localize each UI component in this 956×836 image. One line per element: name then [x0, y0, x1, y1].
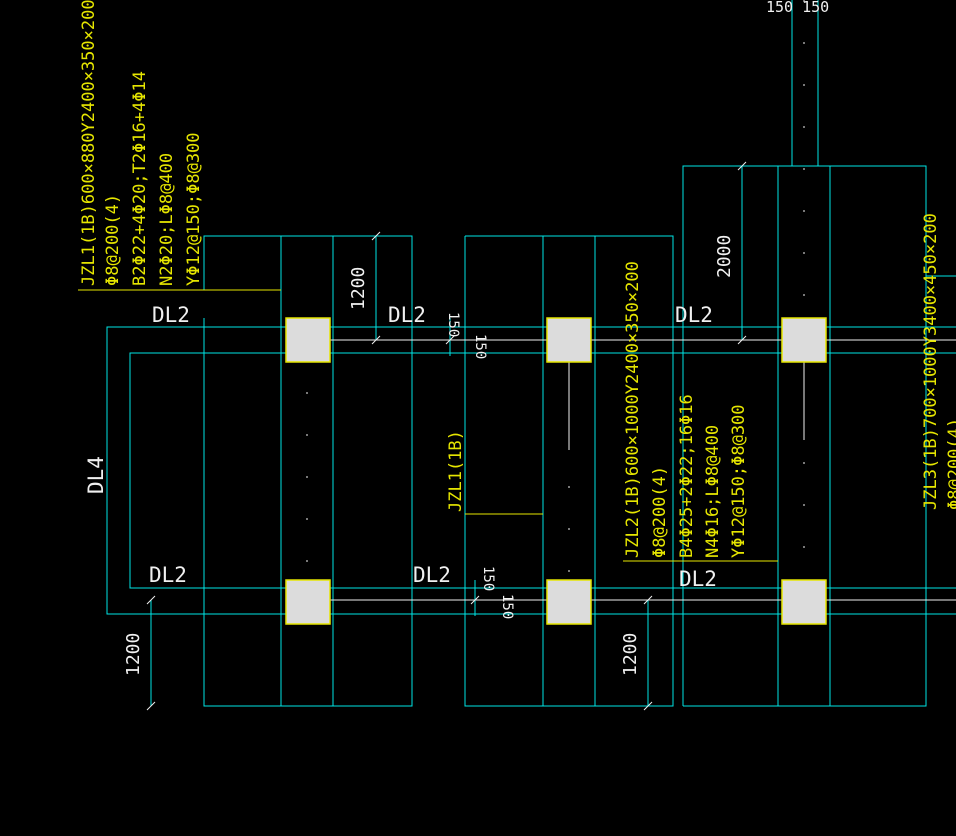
column-c1[interactable]: [781, 317, 827, 363]
column-c2[interactable]: [781, 579, 827, 625]
dim-1200-top[interactable]: 1200: [348, 267, 369, 310]
jzl1-line3[interactable]: B2Φ22+4Φ20;T2Φ16+4Φ14: [130, 71, 150, 286]
jzl3-line2[interactable]: Φ8@200(4): [945, 418, 956, 510]
dim-150-b[interactable]: 150: [472, 334, 488, 359]
jzl1-line4[interactable]: N2Φ20;LΦ8@400: [157, 153, 177, 286]
annotation-jzl3: JZL3(1B)700×1000Y3400×450×200 Φ8@200(4): [921, 213, 956, 510]
annotation-jzl1-short: JZL1(1B): [446, 430, 466, 512]
jzl2-line3[interactable]: B4Φ25+2Φ22;16Φ16: [677, 394, 697, 558]
jzl2-line5[interactable]: YΦ12@150;Φ8@300: [729, 404, 749, 558]
label-dl4[interactable]: DL4: [84, 456, 108, 494]
label-dl2-bottom-right[interactable]: DL2: [679, 567, 717, 591]
column-b1[interactable]: [546, 317, 592, 363]
dimension-values: 1200 2000 1200 1200 150 150 150 150 150 …: [123, 0, 829, 676]
jzl3-line1[interactable]: JZL3(1B)700×1000Y3400×450×200: [921, 213, 941, 510]
dim-1200-bottom-mid[interactable]: 1200: [620, 633, 641, 676]
center-lines: [296, 0, 956, 601]
jzl1-line1[interactable]: JZL1(1B)600×880Y2400×350×200: [79, 0, 99, 286]
leader-lines: [78, 289, 778, 562]
dim-150-d[interactable]: 150: [499, 594, 515, 619]
beam-labels: DL2 DL2 DL2 DL2 DL2 DL2 DL4: [84, 303, 717, 591]
dim-150-c[interactable]: 150: [480, 566, 496, 591]
dim-1200-bottom-left[interactable]: 1200: [123, 633, 144, 676]
label-dl2-bottom-left[interactable]: DL2: [149, 563, 187, 587]
column-b2[interactable]: [546, 579, 592, 625]
column-a2[interactable]: [285, 579, 331, 625]
annotation-jzl2: JZL2(1B)600×1000Y2400×350×200 Φ8@200(4) …: [623, 261, 749, 558]
dimension-ticks: [146, 161, 747, 711]
jzl1-short-label[interactable]: JZL1(1B): [446, 430, 466, 512]
jzl1-line5[interactable]: YΦ12@150;Φ8@300: [184, 132, 204, 286]
label-dl2-top-left[interactable]: DL2: [152, 303, 190, 327]
dim-150-150-top[interactable]: 150 150: [766, 0, 829, 16]
label-dl2-top-right[interactable]: DL2: [675, 303, 713, 327]
dim-2000[interactable]: 2000: [714, 235, 735, 278]
dim-150-a[interactable]: 150: [445, 312, 461, 337]
columns: [285, 317, 827, 625]
beam-outlines: [106, 0, 956, 707]
label-dl2-top-mid[interactable]: DL2: [388, 303, 426, 327]
jzl2-line1[interactable]: JZL2(1B)600×1000Y2400×350×200: [623, 261, 643, 558]
column-a1[interactable]: [285, 317, 331, 363]
jzl2-line4[interactable]: N4Φ16;LΦ8@400: [703, 425, 723, 558]
jzl2-line2[interactable]: Φ8@200(4): [650, 466, 670, 558]
annotation-jzl1: JZL1(1B)600×880Y2400×350×200 Φ8@200(4) B…: [79, 0, 204, 286]
jzl1-line2[interactable]: Φ8@200(4): [103, 194, 123, 286]
label-dl2-bottom-mid[interactable]: DL2: [413, 563, 451, 587]
